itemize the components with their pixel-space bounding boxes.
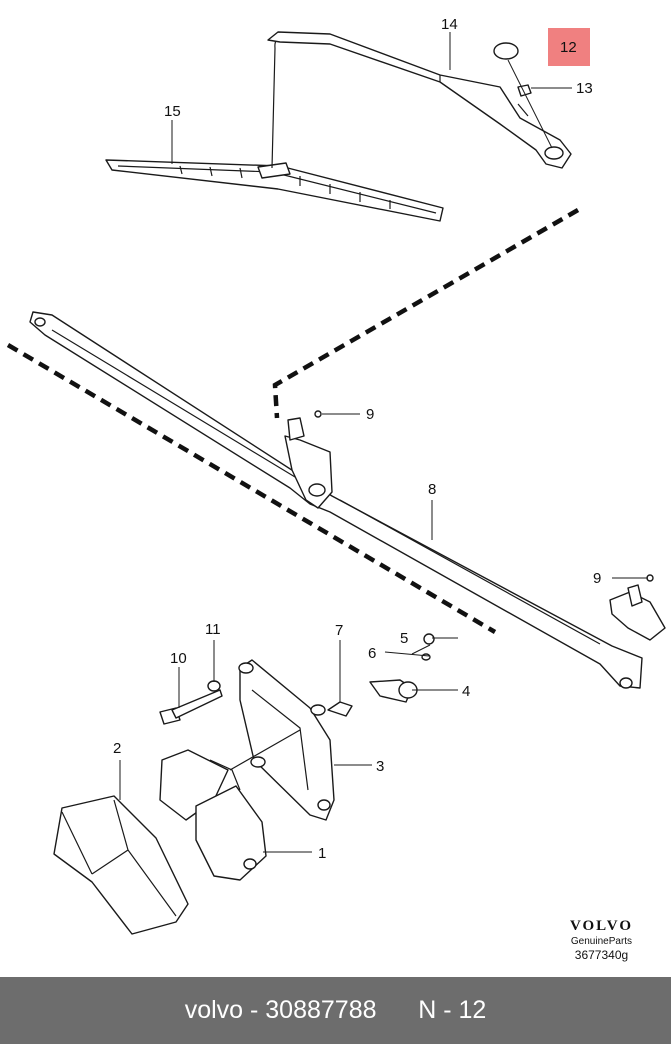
callout-12: 12 (560, 39, 577, 56)
brand-subtitle: GenuineParts (570, 936, 633, 947)
callout-9-lower: 9 (593, 570, 601, 587)
callout-2: 2 (113, 740, 121, 757)
callout-leaders (119, 32, 648, 853)
callout-15: 15 (164, 103, 181, 120)
callout-6: 6 (368, 645, 376, 662)
parts-diagram: 1 2 3 4 5 6 7 8 9 9 10 11 12 13 14 15 (6, 16, 666, 935)
cap-and-nut (493, 42, 553, 149)
wiper-arm (267, 31, 572, 169)
callout-1: 1 (318, 845, 326, 862)
callout-4: 4 (462, 683, 470, 700)
callout-8: 8 (428, 481, 436, 498)
motor-bracket (238, 659, 335, 821)
callout-labels: 1 2 3 4 5 6 7 8 9 9 10 11 12 13 14 15 (113, 16, 601, 862)
footer-bar: volvo - 30887788 N - 12 (0, 977, 671, 1044)
footer-separator: - (243, 996, 266, 1024)
callout-14: 14 (441, 16, 458, 33)
callout-13: 13 (576, 80, 593, 97)
wiper-blade (105, 34, 444, 222)
fasteners (159, 633, 435, 725)
callout-10: 10 (170, 650, 187, 667)
callout-3: 3 (376, 758, 384, 775)
volvo-genuine-parts-logo: VOLVO GenuineParts 3677340g (570, 918, 633, 962)
callout-11: 11 (205, 621, 221, 638)
linkage-frame (29, 311, 666, 689)
highlight-box-12 (548, 28, 590, 66)
callout-9-upper: 9 (366, 406, 374, 423)
assembly-path-lines (6, 208, 580, 634)
callout-5: 5 (400, 630, 408, 647)
wiper-motor (159, 729, 301, 881)
footer-part-number: 30887788 (265, 996, 377, 1024)
callout-7: 7 (335, 622, 343, 639)
motor-cover (53, 795, 189, 935)
footer-position: N - 12 (418, 996, 487, 1024)
footer-gap (377, 996, 419, 1025)
drawing-code: 3677340g (574, 948, 629, 962)
footer-brand: volvo (184, 996, 244, 1024)
brand-logo-text: VOLVO (569, 918, 633, 934)
